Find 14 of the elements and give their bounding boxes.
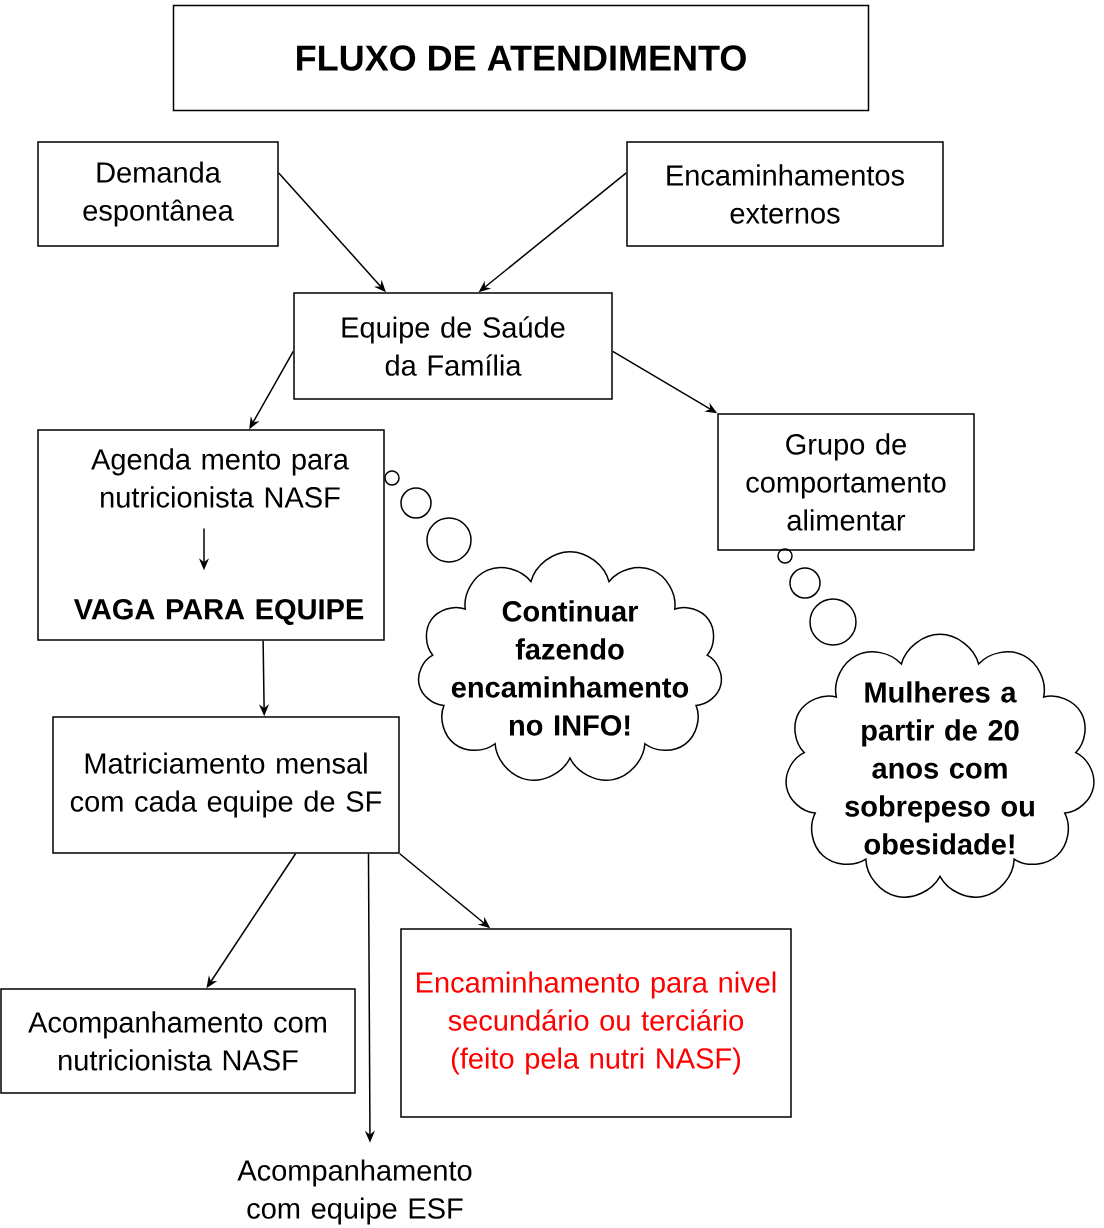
process-box: Matriciamento mensal com cada equipe de SF [52, 716, 400, 854]
thought-cloud: Continuar fazendo encaminhamento no INFO! [417, 550, 723, 781]
thought-cloud: Mulheres a partir de 20 anos com sobrepeso ou obesidade! [785, 633, 1095, 898]
bare-text: Acompanhamento com equipe ESF [237, 1159, 472, 1225]
title-box: FLUXO DE ATENDIMENTO [172, 4, 870, 112]
process-box: Demanda espontânea [37, 141, 279, 247]
process-box: Encaminhamentos externos [626, 141, 944, 247]
box-text: Agenda mento para nutricionista NASF [91, 448, 349, 508]
process-box: Acompanhamento com nutricionista NASF [0, 988, 356, 1094]
box-text: VAGA PARA EQUIPE [73, 599, 364, 625]
process-box [37, 429, 385, 641]
process-box: Encaminhamento para nivel secundário ou terciário (feito pela nutri NASF) [400, 928, 792, 1118]
process-box: Grupo de comportamento alimentar [717, 413, 975, 551]
process-box: Equipe de Saúde da Família [293, 292, 613, 400]
